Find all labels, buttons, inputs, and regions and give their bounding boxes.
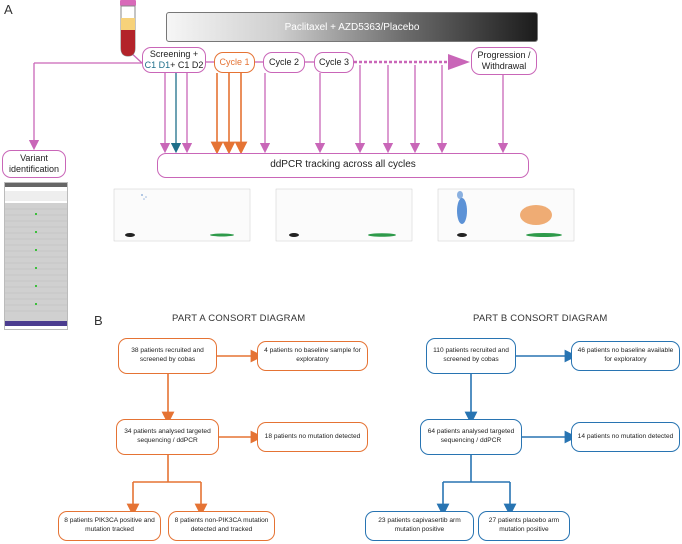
screening-box: Screening + C1 D1+ C1 D2: [142, 47, 206, 73]
part-a-analysed-box: 34 patients analysed targeted sequencing…: [116, 419, 219, 455]
sampling-arrows-pink: [159, 65, 509, 154]
part-b-placebo-box: 27 patients placebo arm mutation positiv…: [478, 511, 570, 541]
timeline-connectors: [28, 49, 470, 151]
panel-label-b: B: [94, 313, 103, 328]
sampling-arrows-cycle1: [210, 73, 248, 155]
treatment-banner: Paclitaxel + AZD5363/Placebo: [166, 12, 538, 42]
part-a-title: PART A CONSORT DIAGRAM: [172, 313, 306, 324]
panel-label-a: A: [4, 2, 13, 17]
ddpcr-tracking-box: ddPCR tracking across all cycles: [157, 153, 529, 178]
part-b-recruited-box: 110 patients recruited and screened by c…: [426, 338, 516, 374]
c1d1-label: C1 D1: [144, 60, 171, 70]
part-b-title: PART B CONSORT DIAGRAM: [473, 313, 608, 324]
cycle-3-box: Cycle 3: [314, 52, 354, 73]
part-b-no-baseline-box: 46 patients no baseline available for ex…: [571, 341, 680, 371]
part-a-non-pik3ca-box: 8 patients non-PIK3CA mutation detected …: [168, 511, 275, 541]
cycle-1-box: Cycle 1: [214, 52, 255, 73]
screening-label: Screening +: [149, 48, 199, 59]
part-a-no-baseline-box: 4 patients no baseline sample for explor…: [257, 341, 368, 371]
part-b-capivasertib-box: 23 patients capivasertib arm mutation po…: [365, 511, 474, 541]
ddpcr-plot-3: [426, 185, 578, 251]
c1d2-label: + C1 D2: [170, 60, 204, 70]
part-a-no-mutation-box: 18 patients no mutation detected: [257, 422, 368, 452]
cycle-2-box: Cycle 2: [263, 52, 305, 73]
sequencing-reads-image: [4, 182, 68, 330]
part-b-connectors: [436, 349, 578, 517]
part-a-connectors: [126, 349, 264, 517]
part-b-no-mutation-box: 14 patients no mutation detected: [571, 422, 680, 452]
part-b-analysed-box: 64 patients analysed targeted sequencing…: [420, 419, 522, 455]
part-a-pik3ca-box: 8 patients PIK3CA positive and mutation …: [58, 511, 161, 541]
part-a-recruited-box: 38 patients recruited and screened by co…: [118, 338, 217, 374]
variant-identification-box: Variant identification: [2, 150, 66, 178]
ddpcr-plot-1: [102, 185, 254, 251]
progression-box: Progression / Withdrawal: [471, 47, 537, 75]
ddpcr-plot-2: [264, 185, 416, 251]
